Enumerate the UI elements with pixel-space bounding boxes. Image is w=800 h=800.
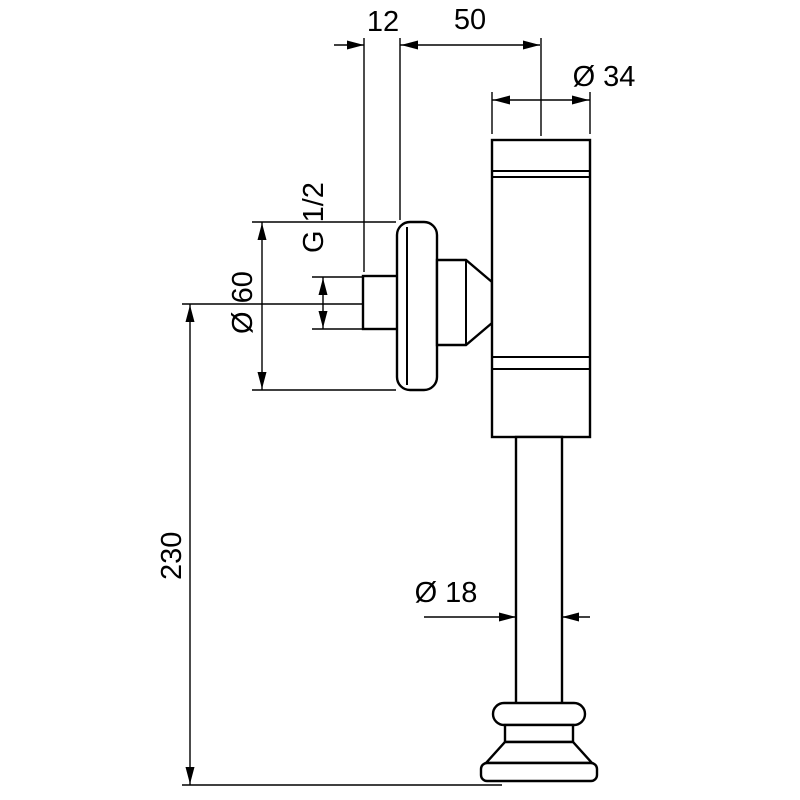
spud-flare [483, 740, 595, 765]
arrow-230-up-icon [185, 305, 195, 322]
spud-collar [491, 701, 587, 727]
label-body-diameter: Ø 34 [573, 61, 636, 93]
arrow-50-left-icon [401, 40, 418, 50]
arrow-60-up-icon [257, 223, 267, 240]
outlet-pipe [514, 435, 564, 708]
arrow-thread-up-icon [318, 278, 328, 295]
dimension-labels: 12 50 Ø 34 G 1/2 Ø 60 230 Ø 18 [156, 4, 635, 609]
dimension-arrows [185, 40, 589, 784]
arrow-60-down-icon [257, 372, 267, 389]
label-thread-size: G 1/2 [298, 182, 330, 253]
label-axis-offset: 50 [454, 4, 486, 36]
union-cone [435, 258, 494, 347]
label-pipe-diameter: Ø 18 [415, 577, 478, 609]
wall-flange [395, 220, 439, 392]
arrow-34-right-icon [572, 95, 589, 105]
arrow-50-right-icon [523, 40, 540, 50]
arrow-18-right-icon [562, 612, 579, 622]
arrow-230-down-icon [185, 767, 195, 784]
spud-skirt [479, 761, 599, 783]
arrow-18-left-icon [499, 612, 516, 622]
arrow-34-left-icon [493, 95, 510, 105]
dimension-lines [182, 38, 591, 786]
arrow-12-right-icon [347, 40, 364, 50]
spud-neck [503, 723, 575, 744]
valve-assembly [361, 138, 599, 783]
label-overall-height: 230 [156, 532, 188, 580]
label-nipple-length: 12 [367, 6, 399, 38]
arrow-thread-down-icon [318, 311, 328, 328]
inlet-nipple [361, 274, 401, 331]
valve-body [490, 138, 592, 439]
label-flange-diameter: Ø 60 [227, 271, 259, 334]
